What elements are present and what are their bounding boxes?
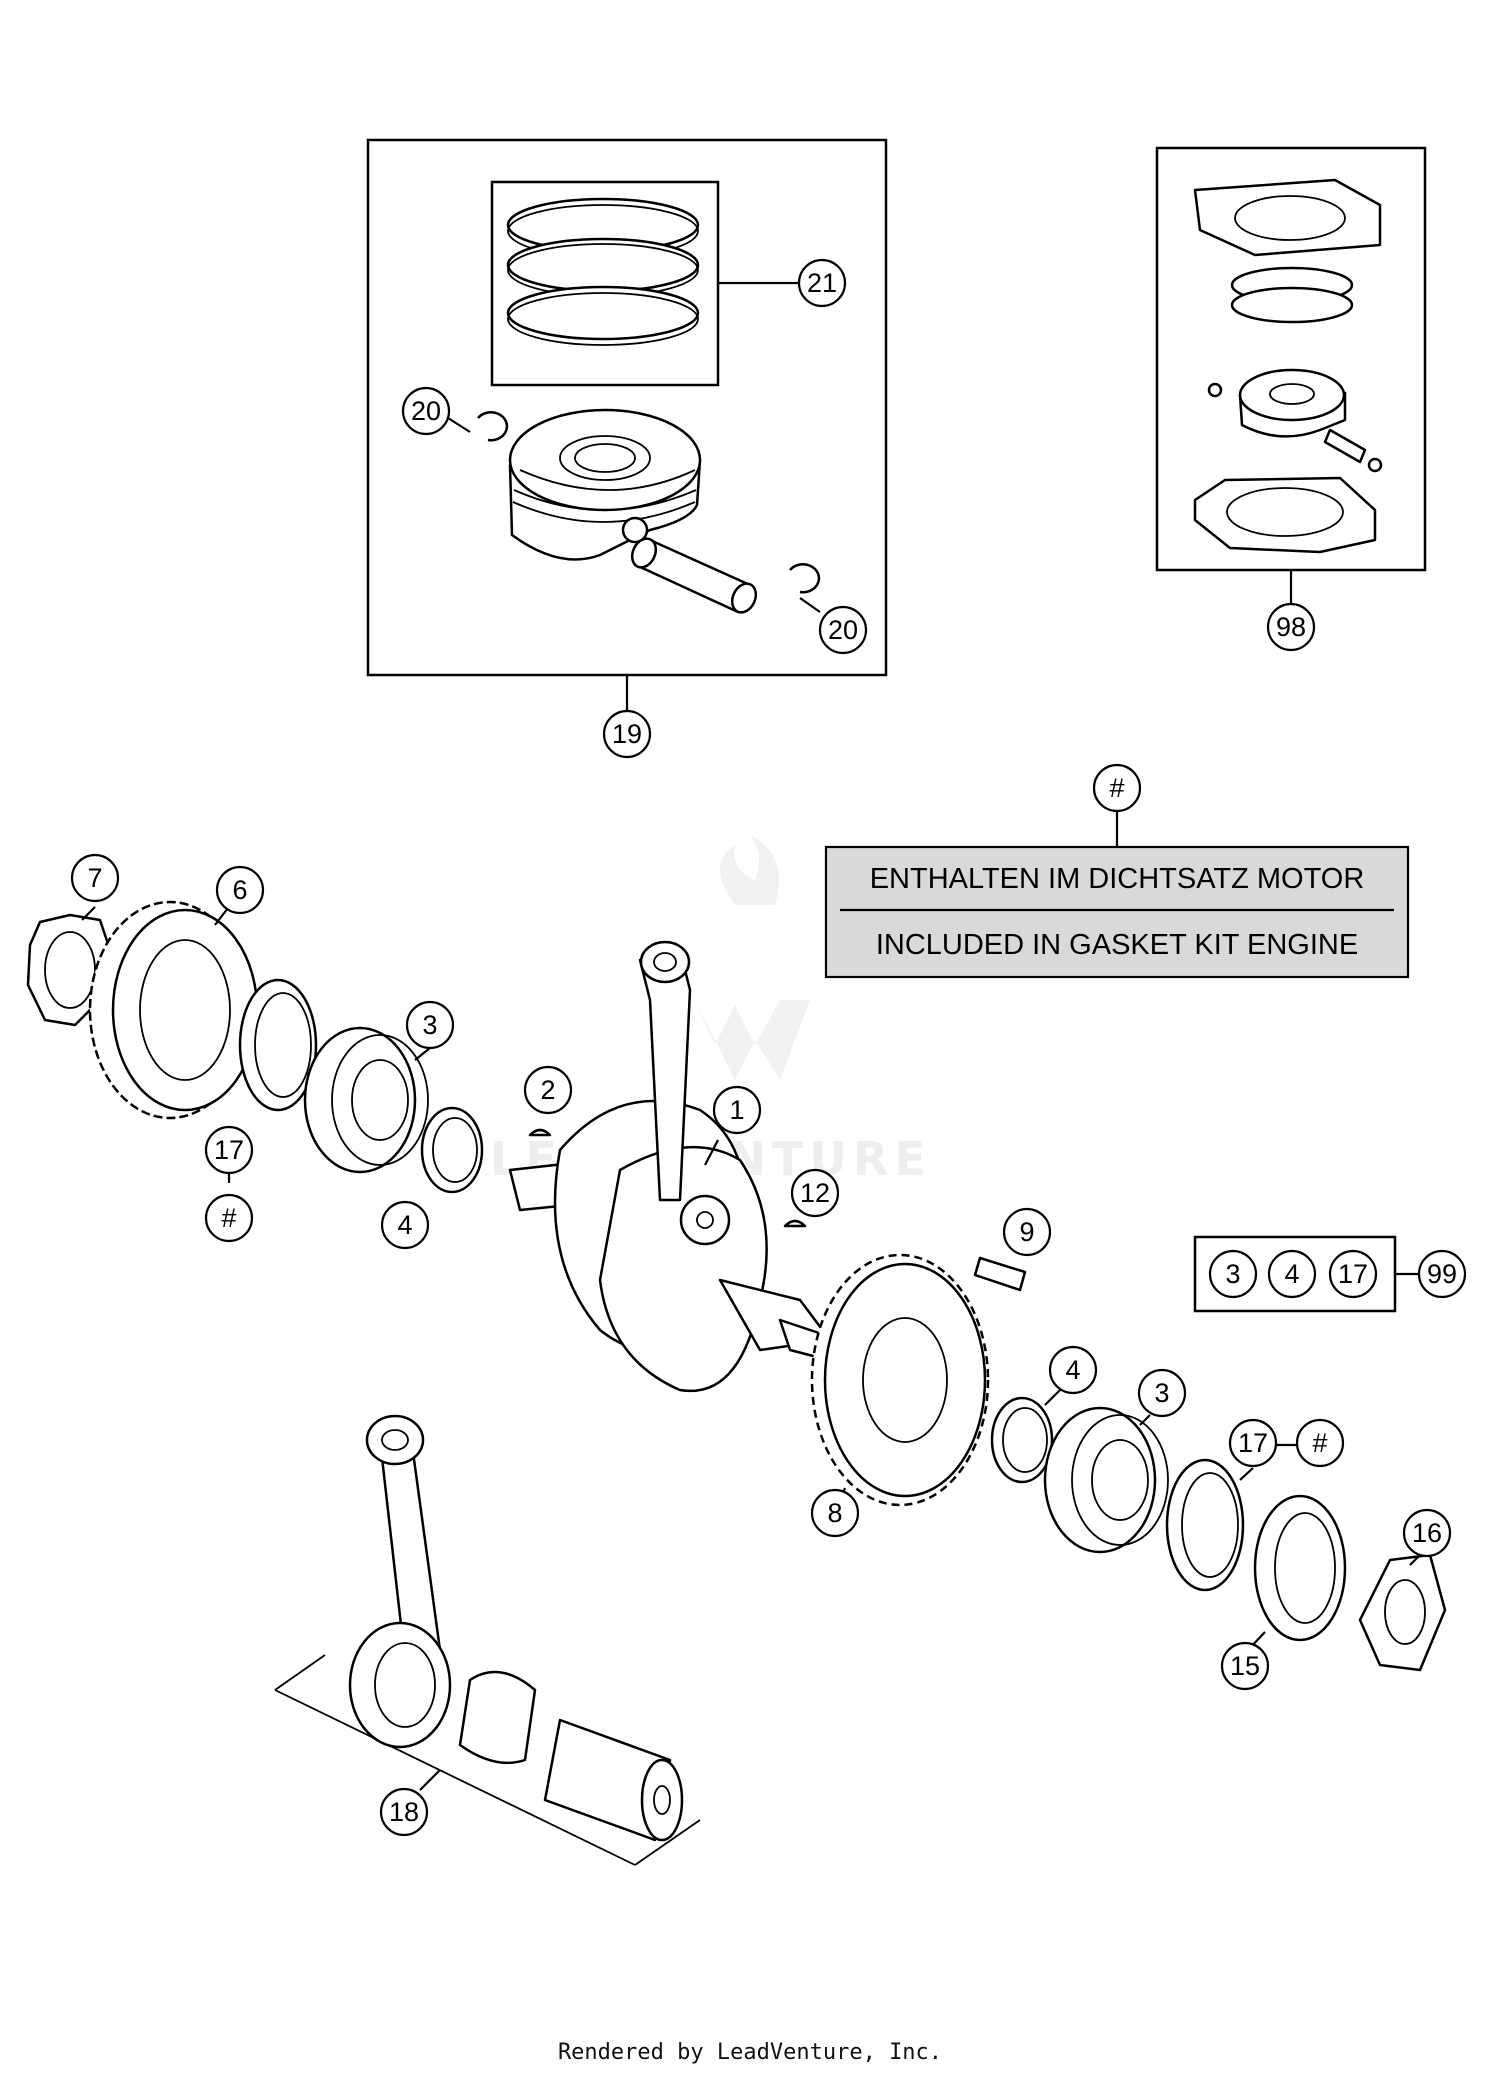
bearing-3-right [1043, 1406, 1169, 1554]
kit-99-box [1193, 1235, 1418, 1313]
callout-16: 16 [1402, 1508, 1452, 1558]
svg-text:6: 6 [232, 875, 247, 905]
svg-text:98: 98 [1276, 612, 1306, 642]
svg-text:99: 99 [1427, 1259, 1457, 1289]
callout-18: 18 [379, 1787, 429, 1837]
callout-hash-b: # [1295, 1418, 1345, 1468]
wrist-pin [630, 537, 758, 614]
callout-7: 7 [70, 853, 120, 903]
svg-text:7: 7 [87, 863, 102, 893]
piston-kit-box [366, 138, 888, 677]
footer-credit: Rendered by LeadVenture, Inc. [557, 2040, 943, 2065]
washer-15 [1253, 1494, 1347, 1642]
svg-text:3: 3 [1225, 1259, 1240, 1289]
svg-text:#: # [1109, 773, 1124, 803]
callout-hash-note: # [1092, 763, 1142, 813]
callout-3a: 3 [405, 1000, 455, 1050]
nut-16 [1358, 1553, 1447, 1672]
svg-text:#: # [221, 1203, 236, 1233]
svg-text:9: 9 [1019, 1217, 1034, 1247]
svg-text:4: 4 [397, 1210, 412, 1240]
callout-1: 1 [712, 1085, 762, 1135]
gear-6 [88, 900, 259, 1120]
kit-rings [1230, 266, 1354, 324]
callout-6: 6 [215, 865, 265, 915]
callout-4a: 4 [380, 1200, 430, 1250]
callout-4b: 4 [1048, 1345, 1098, 1395]
svg-text:17: 17 [214, 1135, 244, 1165]
svg-text:21: 21 [807, 268, 837, 298]
kit-99-item-3: 3 [1208, 1249, 1258, 1299]
kit-99-item-17: 17 [1328, 1249, 1378, 1299]
svg-text:2: 2 [540, 1075, 555, 1105]
callout-12: 12 [790, 1168, 840, 1218]
callout-17a: 17 [204, 1125, 254, 1175]
kit-piston [1207, 368, 1383, 473]
head-gasket [1193, 178, 1382, 257]
callout-21: 21 [797, 258, 847, 308]
piston-rings [506, 197, 700, 346]
callout-9: 9 [1002, 1207, 1052, 1257]
svg-text:19: 19 [612, 719, 642, 749]
kit-99-item-4: 4 [1267, 1249, 1317, 1299]
callout-19: 19 [602, 709, 652, 759]
svg-text:20: 20 [828, 615, 858, 645]
conrod-kit-18 [274, 1414, 701, 1866]
washer-4-left [420, 1106, 484, 1194]
svg-text:20: 20 [411, 396, 441, 426]
callout-8: 8 [810, 1488, 860, 1538]
callout-2: 2 [523, 1065, 573, 1115]
circlip-right [789, 563, 821, 594]
callout-17b: 17 [1228, 1418, 1278, 1468]
note-line-en: INCLUDED IN GASKET KIT ENGINE [876, 929, 1358, 961]
svg-text:#: # [1312, 1428, 1327, 1458]
callout-99: 99 [1417, 1249, 1467, 1299]
svg-text:18: 18 [389, 1797, 419, 1827]
svg-text:3: 3 [422, 1010, 437, 1040]
key-2 [528, 1128, 552, 1137]
svg-text:12: 12 [800, 1178, 830, 1208]
callout-15: 15 [1220, 1641, 1270, 1691]
svg-text:16: 16 [1412, 1518, 1442, 1548]
svg-text:15: 15 [1230, 1651, 1260, 1681]
svg-text:8: 8 [827, 1498, 842, 1528]
top-end-kit-box [1155, 146, 1427, 572]
callout-98: 98 [1266, 602, 1316, 652]
washer-4-right [990, 1396, 1054, 1484]
sprocket-8 [810, 1253, 990, 1507]
piston [508, 408, 702, 561]
crankshaft-1 [508, 940, 850, 1393]
note-line-de: ENTHALTEN IM DICHTSATZ MOTOR [870, 863, 1365, 895]
svg-text:17: 17 [1238, 1428, 1268, 1458]
gasket-kit-note: ENTHALTEN IM DICHTSATZ MOTOR INCLUDED IN… [824, 845, 1410, 979]
svg-text:4: 4 [1065, 1355, 1080, 1385]
callout-3b: 3 [1137, 1368, 1187, 1418]
circlip-left [477, 411, 509, 442]
callout-hash-a: # [204, 1193, 254, 1243]
svg-text:4: 4 [1284, 1259, 1299, 1289]
svg-text:17: 17 [1338, 1259, 1368, 1289]
bearing-3-left [303, 1026, 429, 1174]
callout-20b: 20 [818, 605, 868, 655]
callout-20a: 20 [401, 386, 451, 436]
svg-text:3: 3 [1154, 1378, 1169, 1408]
base-gasket [1193, 476, 1377, 554]
svg-text:1: 1 [729, 1095, 744, 1125]
pin-9 [973, 1256, 1027, 1292]
seal-17-right [1165, 1458, 1245, 1592]
key-12 [783, 1219, 807, 1228]
seal-17-left [238, 978, 318, 1112]
